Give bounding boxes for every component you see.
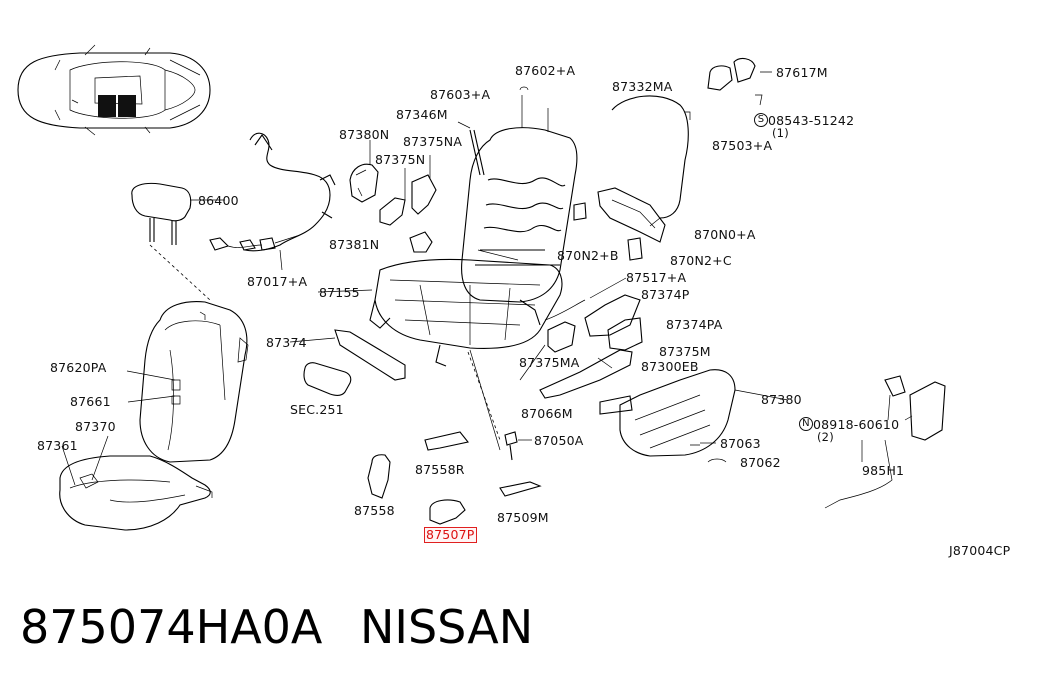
label-87661: 87661: [70, 394, 111, 409]
label-985h1: 985H1: [862, 463, 905, 478]
label-87361: 87361: [37, 438, 78, 453]
label-87374: 87374: [266, 335, 307, 350]
seat-back-cushion: [139, 301, 249, 463]
seat-cushion: [59, 455, 213, 531]
label-87374pa: 87374PA: [666, 317, 723, 332]
label-87063: 87063: [720, 436, 761, 451]
label-s-circle: S: [754, 113, 768, 127]
label-87346m: 87346M: [396, 107, 448, 122]
part-number: 875074HA0A: [20, 600, 323, 654]
label-87558r: 87558R: [415, 462, 465, 477]
label-87503a: 87503+A: [712, 138, 773, 153]
seat-frame: [369, 86, 586, 367]
label-87374p: 87374P: [641, 287, 690, 302]
label-n-circle: N: [799, 417, 813, 431]
label-87517a: 87517+A: [626, 270, 687, 285]
label-87380: 87380: [761, 392, 802, 407]
parts-diagram: [17, 44, 946, 531]
car-top-view-inset: [17, 44, 211, 136]
label-08543-qty: (1): [772, 126, 789, 140]
label-87381n: 87381N: [329, 237, 380, 252]
brand-name: NISSAN: [360, 600, 534, 654]
label-sec251: SEC.251: [290, 402, 344, 417]
label-87062: 87062: [740, 455, 781, 470]
label-87332ma: 87332MA: [612, 79, 673, 94]
label-87603a: 87603+A: [430, 87, 491, 102]
label-87155: 87155: [319, 285, 360, 300]
label-870n2b: 870N2+B: [557, 248, 619, 263]
wire-harness-87017: [209, 132, 336, 271]
label-87617m: 87617M: [776, 65, 828, 80]
label-87375ma: 87375MA: [519, 355, 580, 370]
label-87370: 87370: [75, 419, 116, 434]
label-87558: 87558: [354, 503, 395, 518]
label-87602a: 87602+A: [515, 63, 576, 78]
parts-diagram-drawing: [17, 44, 946, 531]
label-87375m: 87375M: [659, 344, 711, 359]
label-87507p-highlighted: 87507P: [424, 527, 477, 543]
label-870n0a: 870N0+A: [694, 227, 756, 242]
part-87380n-shape: [349, 163, 379, 203]
label-08918-qty: (2): [817, 430, 834, 444]
label-08543: 08543-51242: [768, 113, 855, 128]
label-87300eb: 87300EB: [641, 359, 699, 374]
label-87375n: 87375N: [375, 152, 426, 167]
label-87380n: 87380N: [339, 127, 390, 142]
diagram-code: J87004CP: [949, 543, 1011, 558]
label-08918: 08918-60610: [813, 417, 900, 432]
label-86400: 86400: [198, 193, 239, 208]
label-87620pa: 87620PA: [50, 360, 107, 375]
label-870n2c: 870N2+C: [670, 253, 732, 268]
label-87509m: 87509M: [497, 510, 549, 525]
label-87050a: 87050A: [534, 433, 584, 448]
label-87066m: 87066M: [521, 406, 573, 421]
label-87375na: 87375NA: [403, 134, 463, 149]
headrest-86400: [131, 182, 225, 245]
label-87017a: 87017+A: [247, 274, 308, 289]
